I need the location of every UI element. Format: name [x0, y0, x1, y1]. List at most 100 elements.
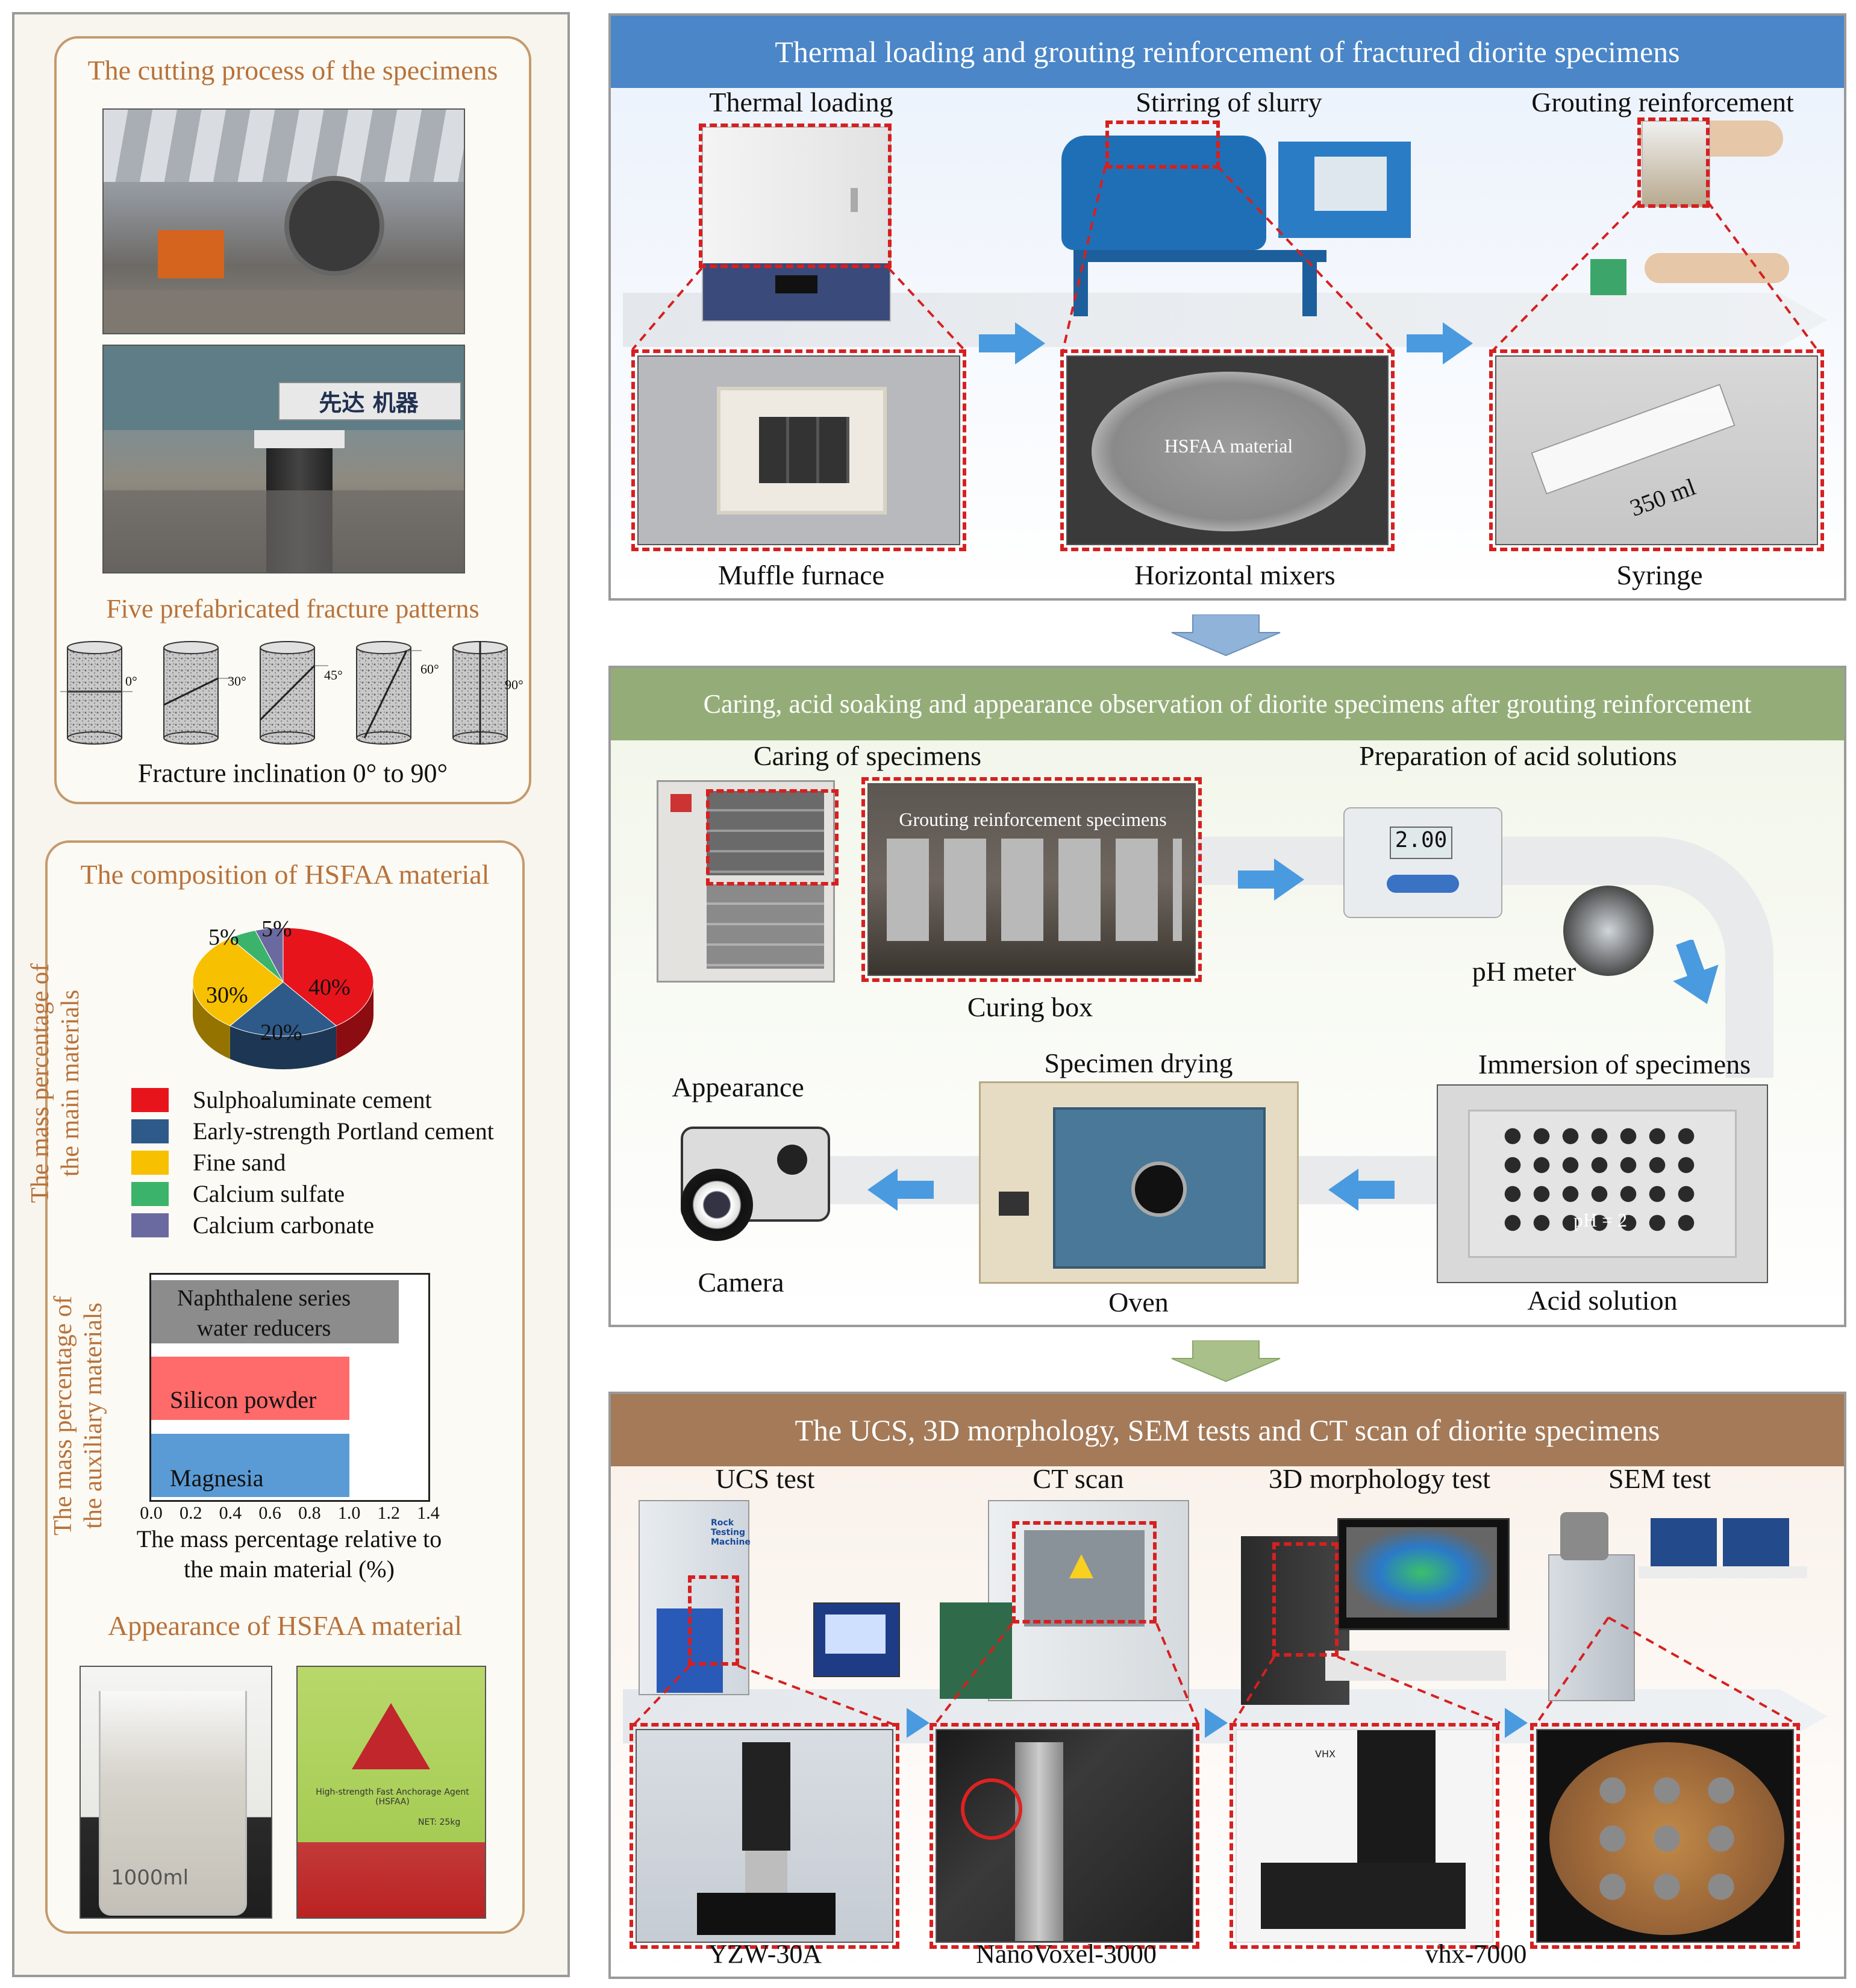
legend-label-4: Calcium carbonate: [193, 1211, 374, 1239]
pie-label-30: 30%: [206, 983, 248, 1008]
bag-photo: High-strength Fast Anchorage Agent (HSFA…: [296, 1666, 486, 1919]
legend-label-2: Fine sand: [193, 1149, 286, 1176]
down-arrow-2: [1171, 1340, 1281, 1383]
sec1-arrow-2: [1407, 322, 1473, 364]
syringe-photo: 350 ml: [1495, 355, 1818, 545]
sec3-label-3d: 3D morphology test: [1269, 1463, 1490, 1494]
sec2-arrow-1: [1238, 858, 1304, 901]
legend-label-3: Calcium sulfate: [193, 1180, 345, 1207]
syringe-volume: 350 ml: [1626, 473, 1699, 522]
bar-xtick: 1.4: [417, 1503, 440, 1523]
section1-banner: Thermal loading and grouting reinforceme…: [611, 16, 1844, 88]
legend-swatch-3: [131, 1182, 169, 1206]
sec2-oven: Oven: [1108, 1287, 1169, 1318]
acid-solution-photo: pH = 2: [1437, 1084, 1768, 1283]
furnace-zoom-lines: [631, 267, 965, 351]
sec3-label-vhx: vhx-7000: [1425, 1939, 1527, 1969]
pie-side-fine-sand: [193, 982, 230, 1059]
ph2-label: pH = 2: [1573, 1209, 1628, 1231]
sec2-arrow-down: [1673, 940, 1719, 1004]
mixer-zoom: [1060, 349, 1395, 551]
sec2-acid-solution: Acid solution: [1527, 1285, 1678, 1316]
cylinder-90: [452, 641, 508, 745]
composition-title: The composition of HSFAA material: [80, 859, 490, 890]
syringe-zoom: [1489, 349, 1824, 551]
bar-xtick: 0.0: [140, 1503, 163, 1523]
ct-zoom-lines: [933, 1622, 1200, 1727]
bar-magnesia: [151, 1434, 349, 1497]
camera-image: [669, 1108, 831, 1247]
sec3-arrow-1: [907, 1708, 930, 1738]
furnace-image: [702, 127, 891, 322]
pie-slices: [192, 927, 374, 1069]
pie-slice-early-strength-portland-cement: [229, 981, 337, 1037]
bar-label-0: Naphthalene series water reducers: [177, 1286, 351, 1341]
cylinder-45: [259, 641, 328, 745]
sem-image: [1530, 1500, 1807, 1705]
ucs-highlight: [688, 1575, 739, 1666]
bag-net: NET: 25kg: [418, 1818, 461, 1827]
sec1-label-mixers: Horizontal mixers: [1134, 560, 1336, 590]
sec1-label-stirring: Stirring of slurry: [1136, 87, 1322, 117]
mixer-highlight: [1105, 120, 1220, 169]
vhx-logo: VHX: [1315, 1748, 1336, 1760]
ct-highlight: [1012, 1521, 1157, 1624]
muffle-zoom: [631, 349, 966, 551]
sec2-drying: Specimen drying: [1044, 1048, 1233, 1078]
vhx-photo: VHX: [1236, 1729, 1493, 1943]
morphology-highlight: [1272, 1542, 1339, 1657]
ucs-zoom-photo: [636, 1729, 893, 1943]
pie-slice-fine-sand: [192, 937, 284, 1027]
pie-label-20: 20%: [260, 1020, 302, 1045]
cutting-title: The cutting process of the specimens: [87, 55, 498, 86]
sem-zoom: [1530, 1723, 1800, 1949]
sec2-appearance: Appearance: [672, 1072, 804, 1102]
bar-naphthalene-series-water-reducers: [151, 1280, 399, 1343]
machine-sign: 先达 机器: [319, 390, 419, 416]
ct-machine-image: [940, 1500, 1193, 1701]
sec2-ph-meter: pH meter: [1472, 956, 1576, 987]
bar-silicon-powder: [151, 1357, 349, 1420]
sec3-arrow-3: [1505, 1708, 1528, 1738]
down-arrow-1: [1171, 614, 1281, 657]
pie-slice-calcium-carbonate: [254, 927, 284, 983]
angle-label-30: 30°: [228, 674, 246, 689]
pie-slice-sulphoaluminate-cement: [283, 927, 374, 1027]
legend-swatch-0: [131, 1088, 169, 1112]
cabinet-highlight: [706, 789, 839, 886]
hsfaa-photo: HSFAA material: [1066, 355, 1389, 545]
angle-label-45: 45°: [324, 667, 343, 683]
bar-xlabel: The mass percentage relative to the main…: [136, 1525, 442, 1583]
specimens-photo: Grouting reinforcement specimens: [867, 783, 1196, 976]
bar-xtick: 0.6: [258, 1503, 281, 1523]
pie-label-40: 40%: [308, 975, 351, 1000]
furnace-highlight: [699, 123, 892, 268]
beaker-probe: [1563, 886, 1654, 976]
pie-side-early-strength-portland-cement: [230, 1025, 337, 1069]
legend-swatch-2: [131, 1151, 169, 1175]
cylinder-30: [163, 641, 232, 745]
sec1-arrow-1: [979, 322, 1045, 364]
beaker-photo: 1000ml: [80, 1666, 272, 1919]
sec2-curing-box: Curing box: [967, 992, 1093, 1022]
pie-label-5a: 5%: [208, 925, 239, 950]
sec2-caring-label: Caring of specimens: [753, 740, 982, 771]
section2-banner: Caring, acid soaking and appearance obse…: [611, 668, 1844, 740]
rock-machine-label: Rock Testing Machine: [711, 1518, 751, 1547]
legend-label-1: Early-strength Portland cement: [193, 1117, 494, 1145]
muffle-photo: [637, 355, 960, 545]
sec1-label-thermal: Thermal loading: [709, 87, 893, 117]
sec2-camera: Camera: [698, 1267, 784, 1298]
bar-xtick: 0.4: [219, 1503, 242, 1523]
morphology-zoom: [1230, 1723, 1499, 1949]
sec1-label-syringe: Syringe: [1616, 560, 1703, 590]
ct-zoom: [930, 1723, 1199, 1949]
mixer-image: [1061, 123, 1411, 322]
bar-xtick: 1.2: [377, 1503, 401, 1523]
ph-display: 2.00: [1390, 827, 1452, 859]
pie-side-sulphoaluminate-cement: [336, 982, 373, 1059]
legend-swatch-1: [131, 1119, 169, 1143]
sec3-label-yzw: YZW-30A: [708, 1939, 822, 1969]
angle-label-90: 90°: [505, 677, 523, 692]
hsfaa-label: HSFAA material: [1164, 435, 1293, 457]
